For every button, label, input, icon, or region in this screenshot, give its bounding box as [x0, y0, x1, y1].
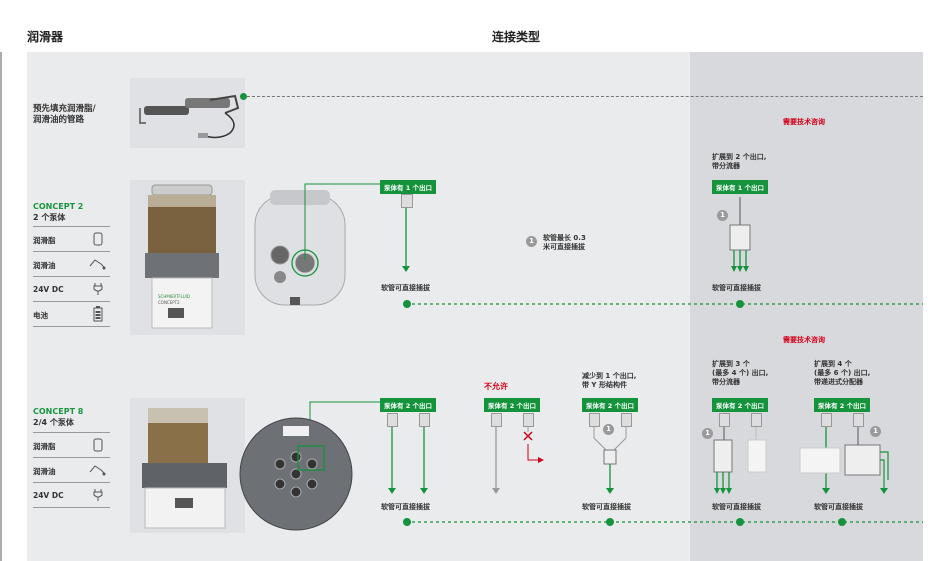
- connection-dot: [736, 300, 744, 308]
- hose-direct-label: 软管可直接插拔: [381, 284, 430, 292]
- outlet-badge-c8-e: 泵体有 2 个出口: [814, 398, 871, 412]
- footnote-number-icon: 1: [870, 426, 881, 437]
- connection-dot: [403, 518, 411, 526]
- fitting-icon: [719, 413, 730, 427]
- fitting-icon: [401, 194, 413, 208]
- oil-can-icon: [89, 465, 106, 476]
- fitting-icon: [621, 413, 632, 427]
- property-row: 24V DC: [33, 277, 110, 301]
- connection-dot: [838, 518, 846, 526]
- expand4-label: 扩展到 4 个 (最多 6 个) 出口, 带递进式分配器: [814, 360, 871, 386]
- concept8-device-image: [130, 398, 245, 533]
- footnote-number-icon: 1: [702, 428, 713, 439]
- fitting-icon: [751, 413, 762, 427]
- property-row: 润滑油: [33, 252, 110, 276]
- property-row: 电池: [33, 302, 110, 326]
- hose-direct-label: 软管可直接插拔: [381, 503, 430, 511]
- outlet-badge-c8-c: 泵体有 2 个出口: [582, 398, 639, 412]
- consult-label-2: 需要技术咨询: [783, 336, 825, 344]
- concept8-heading: CONCEPT 8 2/4 个泵体: [33, 407, 84, 427]
- hose-direct-label: 软管可直接插拔: [814, 503, 863, 511]
- fitting-icon: [821, 413, 832, 427]
- prefilled-connector-dot: [240, 93, 247, 100]
- battery-icon: [93, 306, 103, 322]
- connection-dot: [606, 518, 614, 526]
- concept2-heading: CONCEPT 2 2 个泵体: [33, 202, 84, 222]
- prefilled-label: 预先填充润滑脂/ 润滑油的管路: [33, 104, 96, 125]
- connection-dot: [403, 300, 411, 308]
- hose-direct-label: 软管可直接插拔: [712, 284, 761, 292]
- not-allowed-label: 不允许: [484, 382, 508, 391]
- outlet-badge-c2-right: 泵体有 1 个出口: [712, 180, 769, 194]
- fitting-icon: [853, 413, 864, 427]
- concept8-pump-outlet-image: [239, 417, 353, 531]
- fitting-icon: [419, 413, 430, 427]
- section-title-connection-type: 连接类型: [492, 30, 541, 44]
- prefilled-dashed-line: [247, 96, 923, 97]
- outlet-badge-c8-d: 泵体有 2 个出口: [712, 398, 769, 412]
- reduce-label: 减少到 1 个出口, 带 Y 形结构件: [582, 372, 637, 389]
- footnote-number-icon: 1: [603, 424, 614, 435]
- property-row: 润滑脂: [33, 433, 110, 457]
- left-border: [0, 52, 2, 561]
- concept2-pump-outlet-image: [254, 190, 346, 306]
- footnote-number-icon: 1: [526, 236, 537, 247]
- grease-cartridge-icon: [93, 438, 103, 452]
- grease-gun-image: [130, 78, 245, 148]
- fitting-icon: [387, 413, 398, 427]
- hose-direct-label: 软管可直接插拔: [712, 503, 761, 511]
- outlet-badge-c8-b: 泵体有 2 个出口: [484, 398, 541, 412]
- outlet-badge-c2: 泵体有 1 个出口: [380, 180, 437, 194]
- fitting-icon: [491, 413, 502, 427]
- oil-can-icon: [89, 259, 106, 270]
- concept8-properties: 润滑脂 润滑油 24V DC: [33, 432, 110, 508]
- fitting-icon: [523, 413, 534, 427]
- section-title-lubricator: 润滑器: [27, 30, 64, 44]
- consult-label-1: 需要技术咨询: [783, 118, 825, 126]
- expand2-label: 扩展到 2 个出口, 带分流器: [712, 153, 767, 170]
- hose-direct-label: 软管可直接插拔: [582, 503, 631, 511]
- property-row: 润滑脂: [33, 227, 110, 251]
- property-row: 润滑油: [33, 458, 110, 482]
- expand3-label: 扩展到 3 个 (最多 4 个) 出口, 带分流器: [712, 360, 769, 386]
- outlet-badge-c8-a: 泵体有 2 个出口: [380, 398, 437, 412]
- device-brand-text: SCHMIERTFLUID: [158, 294, 190, 299]
- footnote-text: 软管最长 0.3 米可直接插拔: [543, 234, 586, 251]
- footnote-number-icon: 1: [717, 210, 728, 221]
- connection-dot: [736, 518, 744, 526]
- property-row: 24V DC: [33, 483, 110, 507]
- concept2-properties: 润滑脂 润滑油 24V DC 电池: [33, 226, 110, 327]
- device-model-text: CONCEPT2: [158, 300, 180, 305]
- plug-icon: [93, 489, 103, 501]
- grease-cartridge-icon: [93, 232, 103, 246]
- plug-icon: [93, 283, 103, 295]
- fitting-icon: [589, 413, 600, 427]
- concept2-device-image: SCHMIERTFLUID CONCEPT2: [130, 180, 245, 335]
